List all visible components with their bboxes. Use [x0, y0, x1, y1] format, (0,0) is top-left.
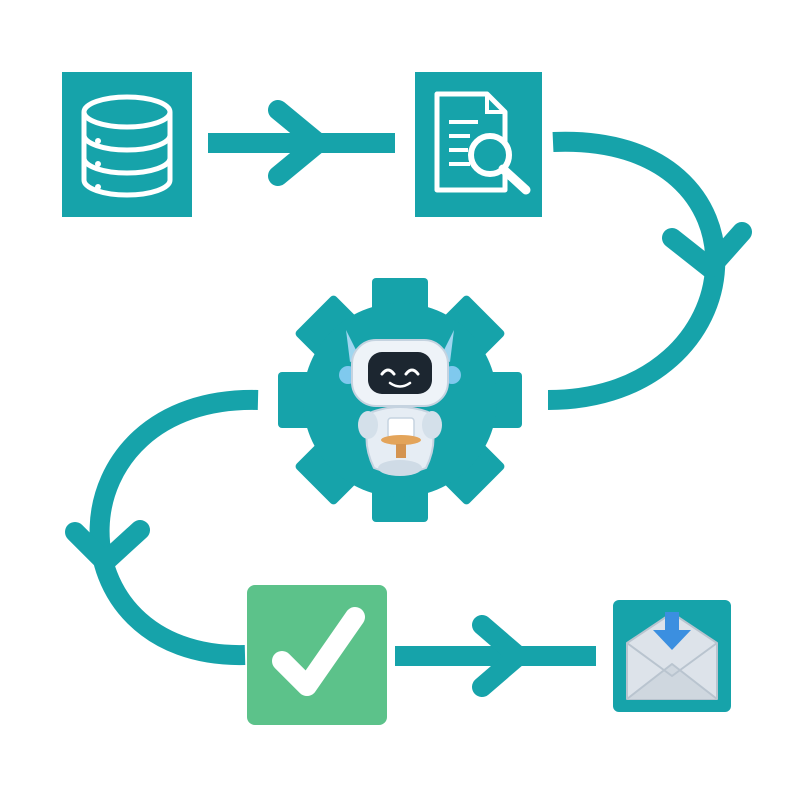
robot-gear-icon: [278, 278, 522, 522]
connector-approval-to-inbox: [395, 615, 596, 697]
mail-download-icon: [626, 612, 718, 700]
arrowhead: [268, 100, 328, 186]
arrowhead: [662, 222, 752, 278]
checkmark-icon: [272, 607, 365, 696]
database-icon: [81, 94, 173, 198]
document-search-icon: [434, 91, 531, 195]
connector-database-to-document: [208, 100, 395, 186]
node-document-search: [415, 72, 542, 217]
arrowhead: [472, 615, 528, 697]
robot-icon: [339, 330, 461, 476]
connector-robot-to-approval: [65, 389, 259, 666]
node-inbox: [613, 600, 731, 712]
node-approval: [247, 585, 387, 725]
node-robot-gear: [278, 278, 522, 522]
connector-document-to-robot: [547, 131, 752, 410]
node-database: [62, 72, 192, 217]
arrowhead: [65, 520, 150, 572]
